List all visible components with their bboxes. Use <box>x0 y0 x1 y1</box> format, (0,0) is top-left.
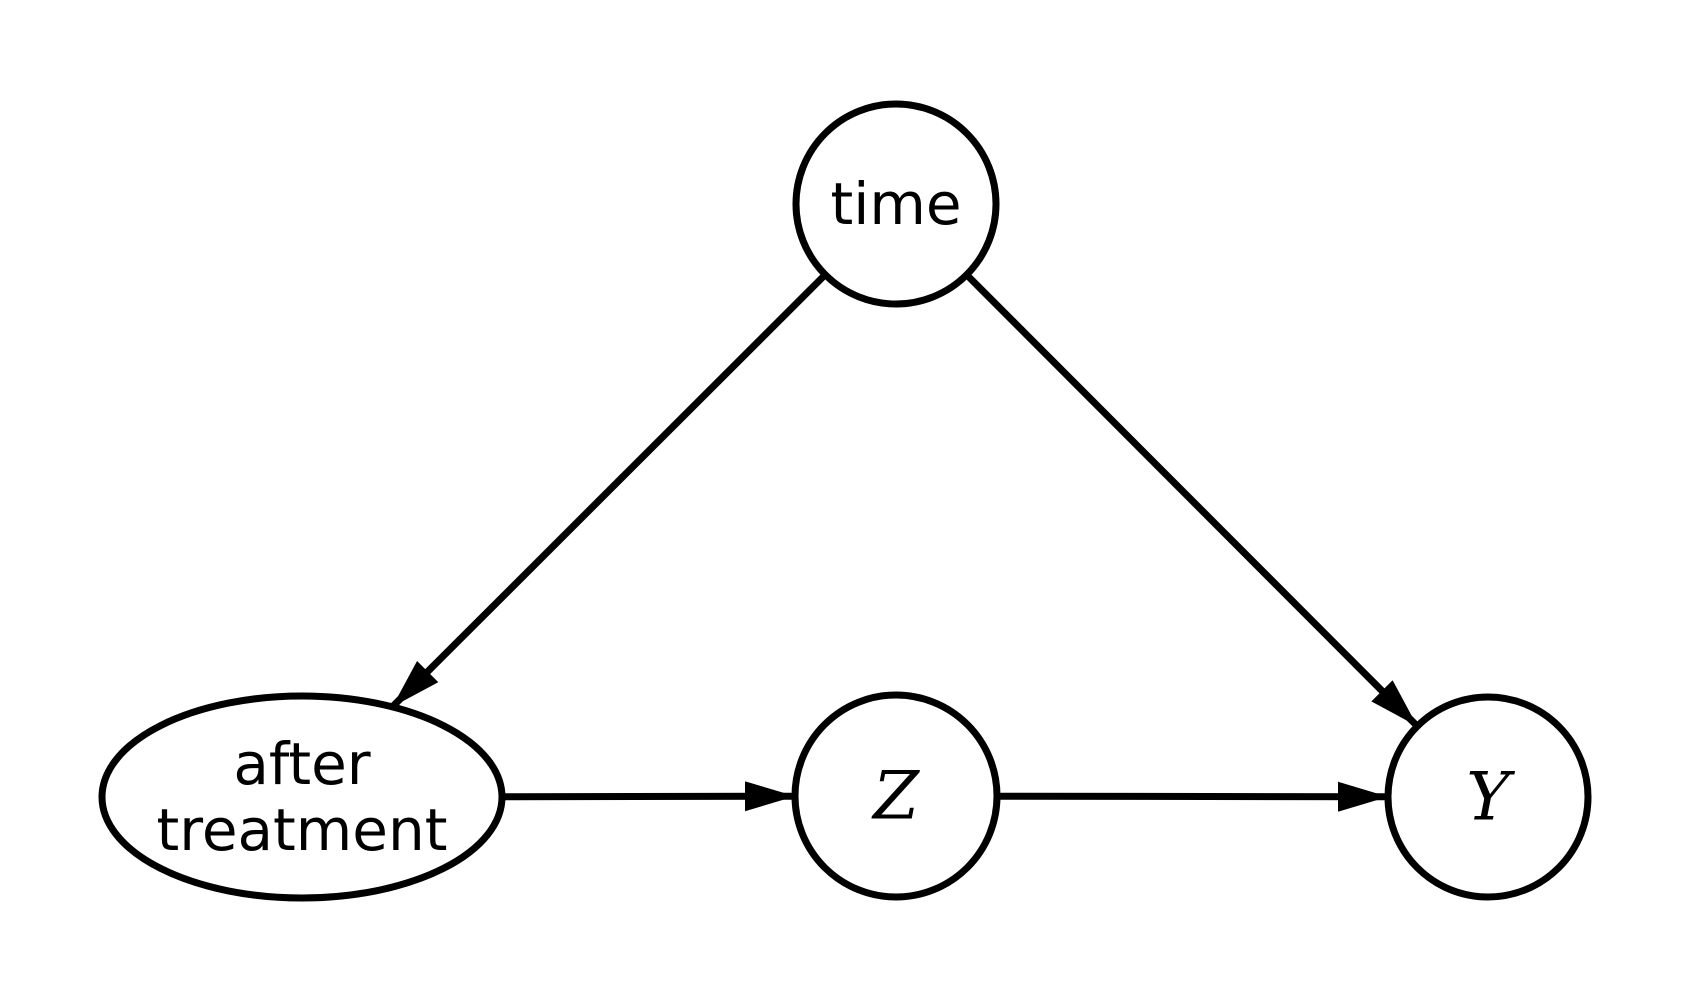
node-label-line: after <box>233 730 370 798</box>
node-y: Y <box>1384 693 1592 901</box>
z-label: Z <box>871 758 920 835</box>
edge-z-to-y <box>996 781 1389 812</box>
edge-after-treatment-to-z <box>501 781 796 812</box>
time-label: time <box>830 170 961 238</box>
node-time: time <box>792 100 1000 308</box>
y-label: Y <box>1466 759 1515 836</box>
node-label-line: Z <box>871 758 920 835</box>
time-circle-shape <box>792 100 1000 308</box>
edges-layer <box>389 272 1420 812</box>
edge-time-to-y <box>964 272 1420 729</box>
node-z: Z <box>791 691 1001 901</box>
node-label-line: Y <box>1466 759 1515 836</box>
z-circle-shape <box>791 691 1001 901</box>
edge-time-to-after-treatment <box>389 272 828 710</box>
node-label-line: time <box>830 170 961 238</box>
y-circle-shape <box>1384 693 1592 901</box>
after-treatment-ellipse-shape <box>98 692 506 902</box>
node-label-line: treatment <box>157 796 448 864</box>
